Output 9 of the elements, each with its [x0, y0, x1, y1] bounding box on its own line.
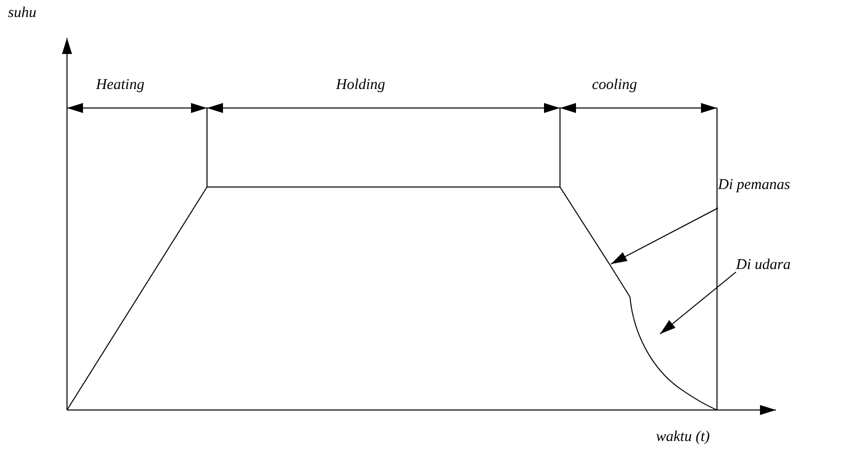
callout-label: Di pemanas	[718, 176, 798, 194]
axis-label: Holding	[336, 76, 386, 94]
callout-label: Di udara	[736, 256, 826, 274]
leader-line	[610, 208, 718, 264]
axis-label: waktu (t)	[656, 428, 710, 446]
leader-line	[660, 272, 736, 334]
axis-label: cooling	[592, 76, 637, 94]
axis-label: Heating	[96, 76, 144, 94]
axis-label: suhu	[8, 4, 36, 22]
